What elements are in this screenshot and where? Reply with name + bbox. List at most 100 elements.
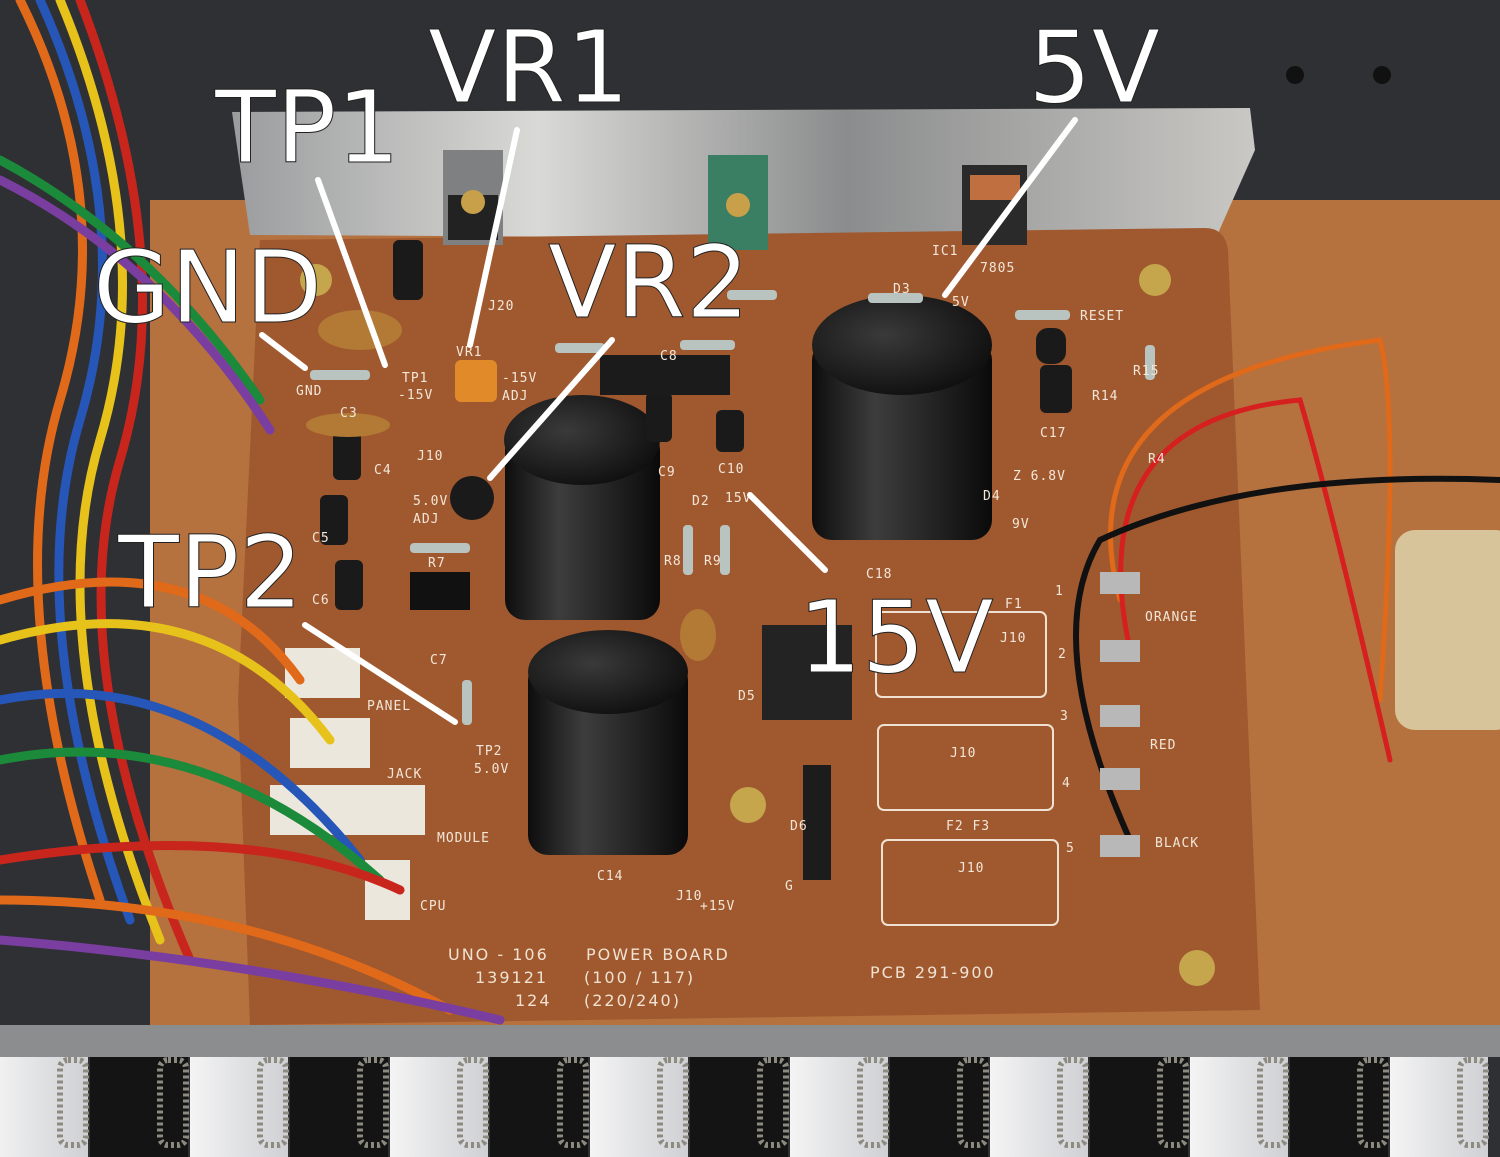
silk-c8: C8	[660, 349, 678, 364]
silk-orange: ORANGE	[1145, 610, 1198, 625]
key-spring	[757, 1057, 789, 1148]
key-spring	[57, 1057, 89, 1148]
ic-chip	[600, 355, 730, 395]
silk-model: UNO - 106	[448, 945, 549, 964]
small-capacitors	[320, 240, 1072, 610]
transformer	[1395, 530, 1500, 730]
silk-c14: C14	[597, 869, 623, 884]
keyboard-key	[690, 1057, 788, 1157]
silk-board: POWER BOARD	[586, 945, 730, 964]
capacitor-c18	[812, 295, 992, 540]
capacitor-c14	[528, 630, 688, 855]
fuse-outlines	[875, 611, 1059, 926]
silk-c6: C6	[312, 593, 330, 608]
circuit-board	[238, 228, 1260, 1025]
silk-n2: 2	[1058, 647, 1067, 662]
silk-tp2: TP2	[476, 744, 502, 759]
silk-d3: D3	[893, 282, 911, 297]
wire-harness	[0, 0, 1500, 1025]
silk-9v: 9V	[1012, 517, 1030, 532]
silk-volt2: (220/240)	[584, 991, 681, 1010]
bridge-rectifier	[762, 625, 852, 720]
silk-r14: R14	[1092, 389, 1118, 404]
silk-d4: D4	[983, 489, 1001, 504]
silk-r15: R15	[1133, 364, 1159, 379]
silk-j10b: J10	[1000, 631, 1026, 646]
keyboard-key	[1290, 1057, 1388, 1157]
keyboard-key	[1090, 1057, 1188, 1157]
silk-reset: RESET	[1080, 309, 1124, 324]
key-spring	[657, 1057, 689, 1148]
key-spring	[857, 1057, 889, 1148]
label-gnd: GND	[93, 229, 322, 346]
keyboard-key	[290, 1057, 388, 1157]
silk-50v: 5.0V	[413, 494, 448, 509]
pointer-tp1	[315, 177, 388, 368]
keyboard-key	[890, 1057, 988, 1157]
label-15v: 15V	[798, 579, 994, 696]
label-tp1: TP1	[214, 69, 400, 186]
diode-d6	[803, 765, 831, 880]
silk-m15v2: -15V	[502, 371, 537, 386]
key-spring	[1257, 1057, 1289, 1148]
key-spring	[457, 1057, 489, 1148]
key-spring	[1157, 1057, 1189, 1148]
keyboard-key	[90, 1057, 188, 1157]
silk-c18: C18	[866, 567, 892, 582]
silk-c9: C9	[658, 465, 676, 480]
silk-f23: F2 F3	[946, 819, 990, 834]
silk-c7: C7	[430, 653, 448, 668]
silk-r7: R7	[428, 556, 446, 571]
key-spring	[1357, 1057, 1389, 1148]
silk-cpu: CPU	[420, 899, 446, 914]
silk-n5: 5	[1066, 841, 1075, 856]
annotation-labels: TP1 VR1 5V GND VR2 TP2 15V	[93, 9, 1161, 697]
silk-7805: 7805	[980, 261, 1015, 276]
keyboard-key	[190, 1057, 288, 1157]
ceramic-capacitors	[306, 310, 716, 661]
resistors	[310, 290, 1155, 725]
keyboard-key	[590, 1057, 688, 1157]
pointer-vr1	[467, 127, 520, 348]
silk-r9: R9	[704, 554, 722, 569]
pointer-vr2	[487, 337, 615, 481]
silk-tp1: TP1	[402, 371, 428, 386]
label-tp2: TP2	[117, 514, 303, 631]
keyboard-key	[1190, 1057, 1288, 1157]
silk-g: G	[785, 879, 794, 894]
silk-code1: 139121	[475, 968, 548, 987]
keyboard-keys	[0, 1057, 1489, 1157]
silk-gnd: GND	[296, 384, 322, 399]
silk-5v: 5V	[952, 295, 970, 310]
silk-n4: 4	[1062, 776, 1071, 791]
silk-red: RED	[1150, 738, 1176, 753]
keyboard-key	[790, 1057, 888, 1157]
silk-pcb: PCB 291-900	[870, 963, 996, 982]
silk-tp2-v: 5.0V	[474, 762, 509, 777]
screw	[1286, 66, 1304, 84]
key-spring	[1057, 1057, 1089, 1148]
regulator-ic	[708, 155, 768, 250]
silk-vr1: VR1	[456, 345, 482, 360]
key-spring	[157, 1057, 189, 1148]
silk-module: MODULE	[437, 831, 490, 846]
label-vr2: VR2	[548, 224, 750, 341]
regulator-ic	[443, 150, 503, 245]
terminals	[1100, 572, 1140, 857]
silk-adj: ADJ	[502, 389, 528, 404]
silk-f1: F1	[1005, 597, 1023, 612]
silk-c4: C4	[374, 463, 392, 478]
key-spring	[357, 1057, 389, 1148]
silk-n1: 1	[1055, 584, 1064, 599]
mounting-screws	[300, 264, 1215, 986]
silk-j10c: J10	[950, 746, 976, 761]
keyboard-rail	[0, 1025, 1500, 1057]
silkscreen-labels: UNO - 106 POWER BOARD 139121 (100 / 117)…	[296, 244, 1198, 1010]
silk-j20: J20	[488, 299, 514, 314]
capacitor-large	[504, 395, 660, 620]
silk-r4: R4	[1148, 452, 1166, 467]
pointer-15v	[747, 492, 828, 573]
pointer-gnd	[259, 332, 308, 371]
keyboard-key	[1390, 1057, 1488, 1157]
silk-15v: 15V	[725, 491, 751, 506]
